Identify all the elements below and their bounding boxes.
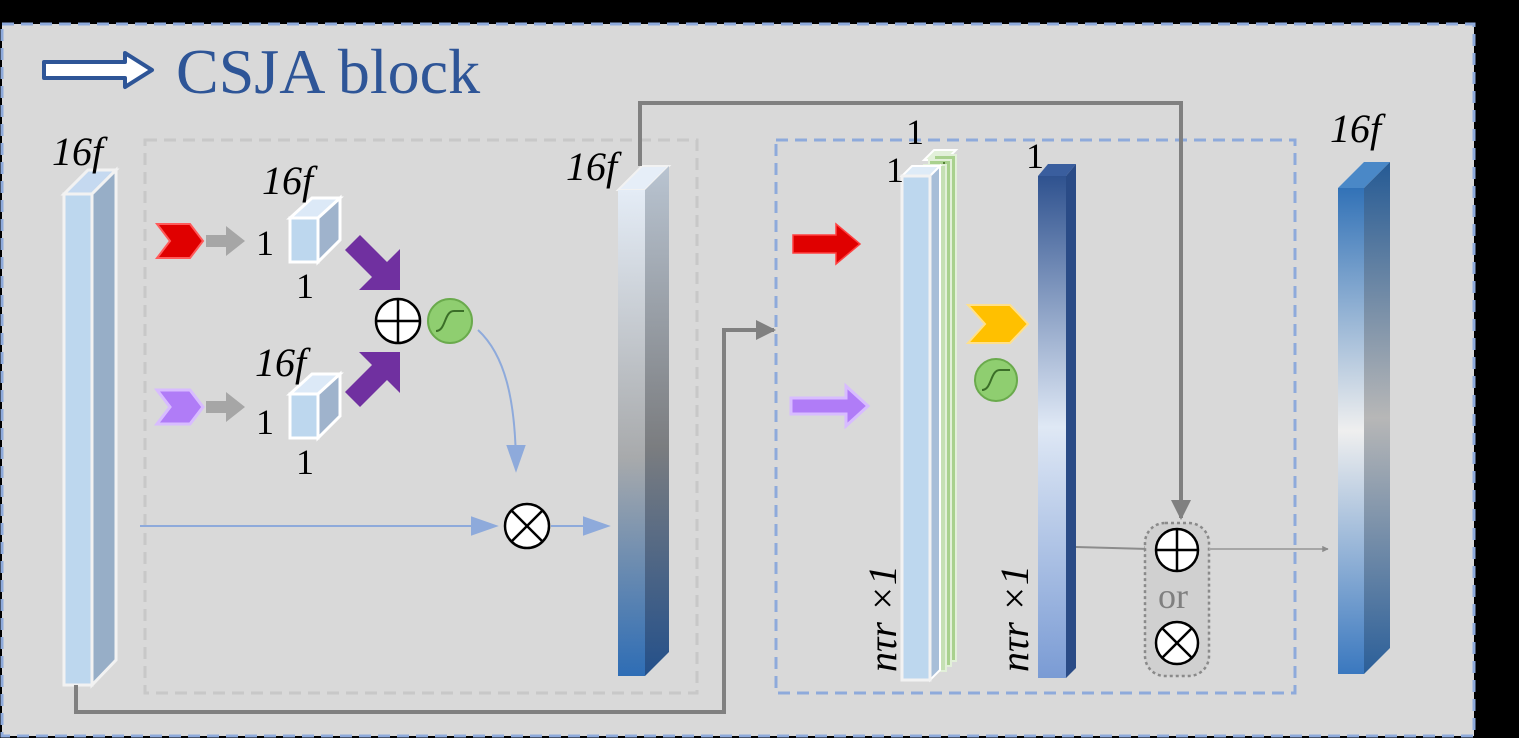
attended-feature-bar — [615, 165, 672, 676]
attention-region — [143, 138, 699, 695]
block-title: CSJA block — [176, 36, 480, 107]
cube1-bottom-label: 1 — [296, 266, 314, 306]
cube2-top-label: 16f — [255, 340, 311, 385]
red-arrow-icon — [792, 222, 862, 266]
stack-bottom-label: nτr ×1 — [860, 565, 905, 672]
input-feature-bar — [60, 166, 120, 689]
cube1-top-label: 16f — [262, 158, 318, 203]
or-label: or — [1158, 576, 1188, 616]
red-chevron-icon — [154, 223, 205, 259]
output-feature-bar — [1338, 162, 1390, 674]
conv-cube-2 — [286, 370, 344, 442]
times-circle-icon — [503, 502, 551, 550]
plus-circle-icon-2 — [1154, 527, 1200, 573]
purple-arrow-down-icon — [345, 235, 400, 290]
weight-to-op-line — [1075, 545, 1151, 553]
cube2-side-label: 1 — [256, 402, 274, 442]
orange-chevron-icon — [965, 304, 1030, 344]
stacked-feature-bars — [899, 149, 959, 683]
blue-bar-top-label: 1 — [1026, 136, 1044, 176]
output-bar-label: 16f — [1330, 106, 1386, 151]
sigmoid-icon — [427, 298, 473, 344]
weight-bar — [1038, 164, 1076, 678]
title-arrow-icon — [42, 51, 154, 89]
stack-top-label: 1 — [906, 112, 924, 152]
plus-circle-icon — [374, 297, 422, 345]
bottom-route-line — [74, 320, 776, 714]
conv-cube-1 — [286, 194, 344, 266]
attention-connector — [477, 329, 526, 473]
cube1-side-label: 1 — [256, 223, 274, 263]
fusion-region — [774, 138, 1297, 695]
cube2-bottom-label: 1 — [296, 442, 314, 482]
purple-arrow-up-icon — [345, 352, 400, 407]
stack-side-label: 1 — [886, 150, 904, 190]
gray-arrow-icon — [206, 226, 245, 256]
purple-chevron-icon — [153, 388, 205, 426]
purple-arrow-icon — [789, 382, 871, 430]
top-route-line — [638, 101, 1191, 520]
input-bar-label: 16f — [52, 129, 108, 174]
block-background — [0, 22, 1476, 738]
sigmoid-icon-2 — [974, 358, 1018, 402]
times-circle-icon-2 — [1154, 620, 1200, 666]
mid-bar-label: 16f — [566, 144, 622, 189]
blue-bar-bottom-label: nτr ×1 — [992, 565, 1037, 672]
gray-arrow-icon-2 — [206, 392, 245, 422]
